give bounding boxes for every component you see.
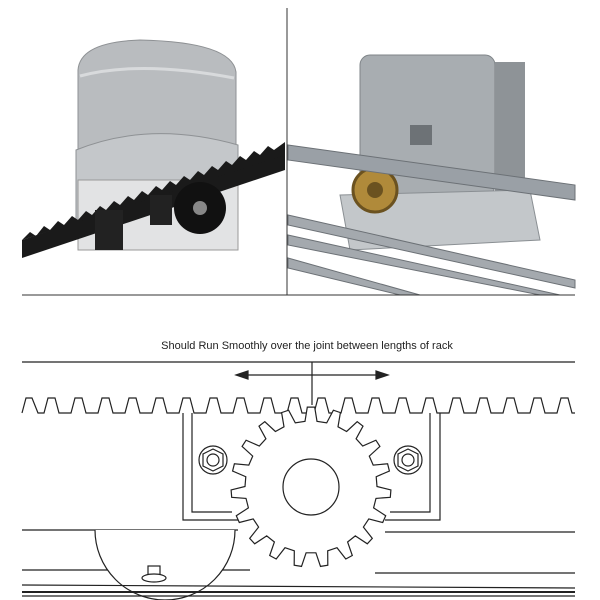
rack-teeth xyxy=(21,397,575,414)
right-photo-motor-steel-rack xyxy=(287,54,576,296)
gear-hub xyxy=(282,458,340,516)
diagram-caption: Should Run Smoothly over the joint betwe… xyxy=(161,340,453,352)
bolt-left-icon xyxy=(202,448,224,472)
bolt-right-icon xyxy=(397,448,419,472)
direction-arrow xyxy=(234,362,390,405)
pinion-gear xyxy=(230,406,392,568)
support-wheel xyxy=(94,529,236,600)
left-photo-motor-nylon-rack xyxy=(22,39,285,258)
nylon-rack-teeth xyxy=(22,142,285,240)
left-bracket xyxy=(182,413,238,521)
rack-and-pinion-diagram xyxy=(21,361,576,600)
right-bracket xyxy=(385,413,441,521)
ground-bolt-icon xyxy=(141,565,167,583)
